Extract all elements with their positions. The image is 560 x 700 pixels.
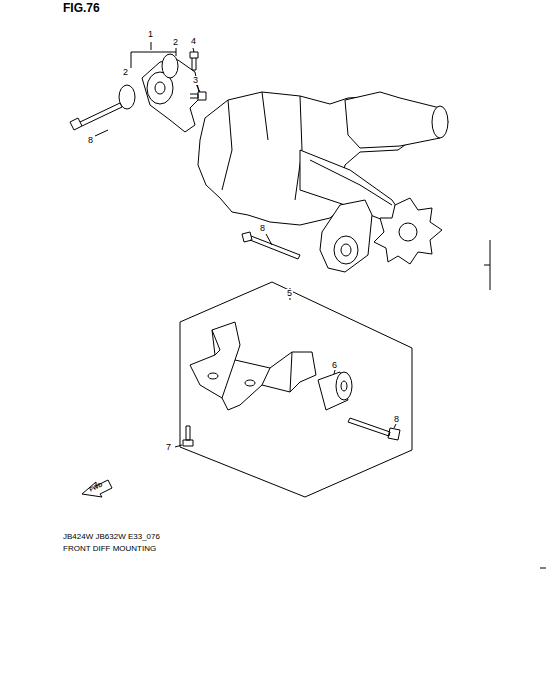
callout-number: 4 [190,37,197,46]
pinion-flange [432,106,448,138]
figure-code: JB424W JB632W E33_076 [62,533,161,541]
bolt-3 [190,92,206,100]
callout-number: 2 [172,38,179,47]
callout-number: 2 [122,68,129,77]
bushing-washer-right [162,54,178,78]
callout-number: 8 [393,415,400,424]
callout-number: 8 [259,224,266,233]
axle-tube-line [310,160,392,205]
mount-bushing [334,236,358,264]
callout-number: 8 [87,136,94,145]
bolt-8-upper [70,103,122,130]
axle-flange [374,198,442,264]
callout-number: 7 [165,443,172,452]
bracket-bushing-bore [155,82,165,94]
leader-line [95,42,272,245]
figure-caption: FRONT DIFF MOUNTING [62,545,157,553]
mount-boss [320,200,372,272]
kit-outline [180,282,412,497]
bolt-7 [183,426,193,446]
figure-number: FIG.76 [62,2,101,14]
callout-number: 5 [286,289,293,298]
bushing-6-bore [341,381,347,391]
mount-bushing-bore [341,244,351,256]
bolt-8-middle [242,232,300,259]
lower-bracket-edge [212,330,292,398]
page-mark [484,240,546,568]
bracket-hole [208,373,218,379]
diff-housing-rib [222,92,302,200]
lower-bracket [190,322,316,410]
callout-number: 6 [331,361,338,370]
bracket-hole [245,380,255,386]
leader-line [394,424,396,428]
bolt-4 [190,52,198,70]
callout-number: 3 [192,76,199,85]
flange-hub [399,223,417,241]
callout-number: 1 [147,30,154,39]
fwd-arrow [82,480,112,497]
bushing-6-face [336,372,352,400]
leader-line [175,445,182,447]
leader-line [334,370,335,374]
pinion-nose [345,92,448,148]
